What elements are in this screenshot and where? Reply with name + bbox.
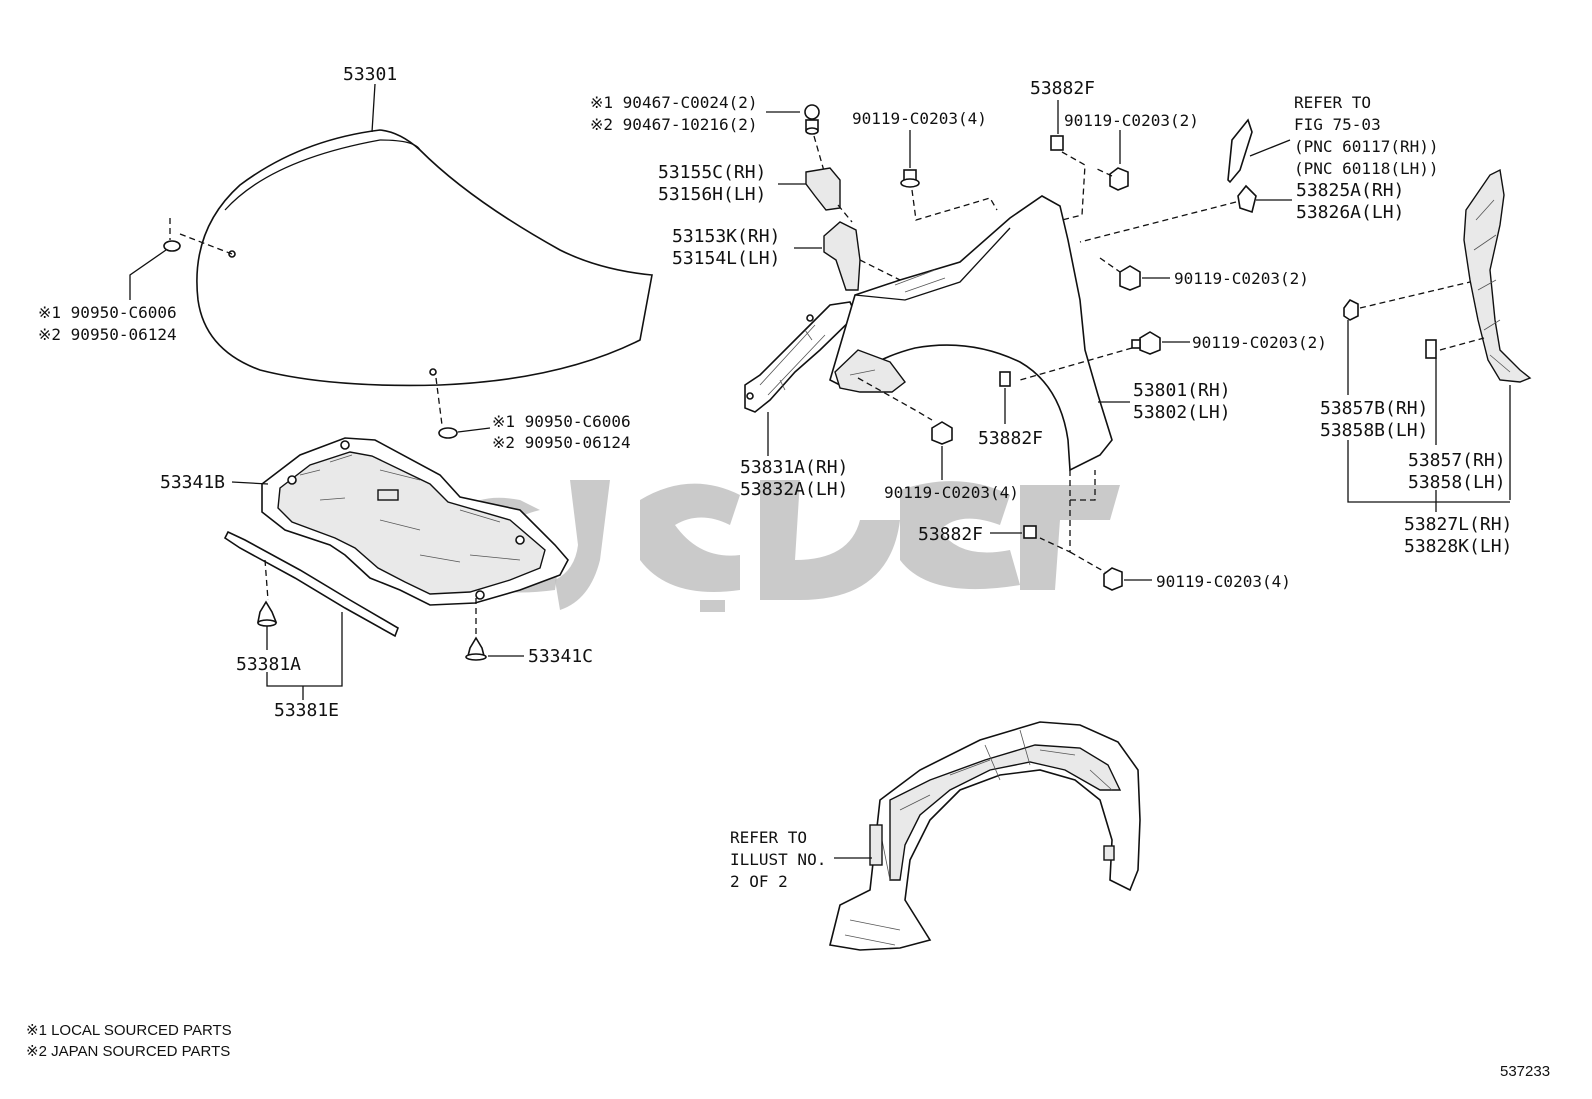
refer-fig-line4: (PNC 60118(LH))	[1294, 159, 1439, 178]
fender-clip-rh: 53825A(RH)	[1296, 180, 1404, 201]
bolt-pad-top-part-number: 90119-C0203(2)	[1064, 111, 1199, 130]
side-panel-rh: 53827L(RH)	[1404, 514, 1512, 535]
bracket-upper-lh: 53156H(LH)	[658, 184, 766, 205]
hood-panel	[196, 129, 653, 387]
hood-cushion-upper-note2: ※2 90950-06124	[38, 325, 177, 344]
side-panel-clip-rh: 53857B(RH)	[1320, 398, 1428, 419]
fender-brace-lh: 53832A(LH)	[740, 479, 848, 500]
hood-cushion-upper	[129, 218, 233, 300]
bolt-fender-lower	[1019, 331, 1190, 381]
fender-clip	[1079, 184, 1292, 243]
liner-ref-line2: ILLUST NO.	[730, 850, 826, 869]
hood-seal-strip	[223, 530, 399, 638]
fender-pad-bottom	[990, 470, 1106, 573]
hood-cushion-lower-note1: ※1 90950-C6006	[492, 412, 631, 431]
hood-insulator	[261, 437, 569, 606]
footnote-local: ※1 LOCAL SOURCED PARTS	[26, 1022, 232, 1039]
fender-pad-top	[1050, 100, 1086, 221]
bolt-fender-lower-part-number: 90119-C0203(2)	[1192, 333, 1327, 352]
hood-cushion-upper-note1: ※1 90950-C6006	[38, 303, 177, 322]
insulator-leader	[231, 481, 269, 485]
side-panel-seal	[1425, 337, 1485, 445]
side-panel-clip-lh: 53858B(LH)	[1320, 420, 1428, 441]
clip-top-note2: ※2 90467-10216(2)	[590, 115, 758, 134]
seal-clip	[257, 600, 278, 650]
fender-panel	[829, 195, 1113, 472]
seal-clip-part-number: 53381A	[236, 654, 301, 675]
seal-group-part-number: 53381E	[274, 700, 339, 721]
fender-pad-top-part-number: 53882F	[1030, 78, 1095, 99]
refer-fig-line1: REFER TO	[1294, 93, 1371, 112]
watermark-logo	[445, 480, 1120, 612]
fender-brace	[744, 301, 857, 456]
refer-fig-line2: FIG 75-03	[1294, 115, 1381, 134]
side-panel-bracket	[1347, 440, 1510, 512]
figure-id: 537233	[1500, 1063, 1550, 1080]
insulator-clip	[465, 598, 524, 661]
fender-liner	[829, 721, 1141, 951]
fender-rh: 53801(RH)	[1133, 380, 1231, 401]
side-panel	[1463, 168, 1532, 500]
bolt-fender-bottom-part-number: 90119-C0203(4)	[884, 483, 1019, 502]
bracket-mid-lh: 53154L(LH)	[672, 248, 780, 269]
hood-cushion-lower	[435, 377, 491, 439]
insulator-clip-part-number: 53341C	[528, 646, 593, 667]
bolt-top-part-number: 90119-C0203(4)	[852, 109, 987, 128]
bracket-upper-rh: 53155C(RH)	[658, 162, 766, 183]
footnote-japan: ※2 JAPAN SOURCED PARTS	[26, 1043, 230, 1060]
fender-pad-mid	[999, 371, 1011, 424]
bracket-mid	[794, 221, 901, 291]
liner-ref-line1: REFER TO	[730, 828, 807, 847]
bolt-pad-bottom	[1103, 567, 1152, 591]
hood-insulator-part-number: 53341B	[160, 472, 225, 493]
side-panel-seal-rh: 53857(RH)	[1408, 450, 1506, 471]
bolt-fender-bottom	[931, 421, 953, 480]
bolt-fender-right	[1099, 257, 1170, 291]
seal-group-bracket	[266, 612, 343, 687]
fender-pad-mid-part-number: 53882F	[978, 428, 1043, 449]
bolt-top	[900, 130, 998, 221]
fender-lh: 53802(LH)	[1133, 402, 1231, 423]
side-panel-clip	[1343, 281, 1471, 395]
clip-top	[804, 104, 827, 179]
liner-ref-line3: 2 OF 2	[730, 872, 788, 891]
mirror-cover	[1227, 118, 1291, 184]
bolt-fender-right-part-number: 90119-C0203(2)	[1174, 269, 1309, 288]
refer-fig-line3: (PNC 60117(RH))	[1294, 137, 1439, 156]
bracket-upper	[778, 167, 853, 223]
bolt-pad-top	[1094, 130, 1129, 191]
fender-brace-rh: 53831A(RH)	[740, 457, 848, 478]
bolt-pad-bottom-part-number: 90119-C0203(4)	[1156, 572, 1291, 591]
hood-cushion-lower-note2: ※2 90950-06124	[492, 433, 631, 452]
side-panel-lh: 53828K(LH)	[1404, 536, 1512, 557]
clip-top-note1: ※1 90467-C0024(2)	[590, 93, 758, 112]
hood-leader	[371, 83, 376, 133]
bracket-mid-rh: 53153K(RH)	[672, 226, 780, 247]
fender-pad-bottom-part-number: 53882F	[918, 524, 983, 545]
hood-part-number: 53301	[343, 64, 397, 85]
side-panel-seal-lh: 53858(LH)	[1408, 472, 1506, 493]
fender-clip-lh: 53826A(LH)	[1296, 202, 1404, 223]
